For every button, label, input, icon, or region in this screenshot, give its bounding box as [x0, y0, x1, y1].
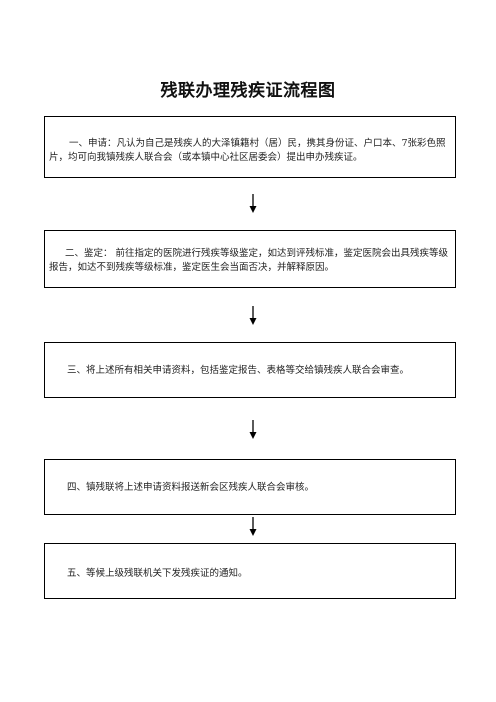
arrow-down-icon	[249, 517, 257, 536]
arrow-down-icon	[249, 420, 257, 439]
flow-step-submit: 四、镇残联将上述申请资料报送新会区残疾人联合会审核。	[44, 459, 456, 515]
arrow-down-icon	[249, 306, 257, 325]
flow-step-text: 一、申请：凡认为自己是残疾人的大泽镇籍村（居）民，携其身份证、户口本、7张彩色照…	[49, 138, 446, 163]
flow-step-review: 三、将上述所有相关申请资料，包括鉴定报告、表格等交给镇残疾人联合会审查。	[44, 342, 456, 398]
flow-step-wait: 五、等候上级残联机关下发残疾证的通知。	[44, 543, 456, 599]
arrow-down-icon	[249, 194, 257, 213]
flow-step-text: 三、将上述所有相关申请资料，包括鉴定报告、表格等交给镇残疾人联合会审查。	[67, 365, 410, 376]
page-title: 残联办理残疾证流程图	[160, 81, 336, 101]
flow-step-text: 五、等候上级残联机关下发残疾证的通知。	[67, 568, 248, 579]
flow-step-assess: 二、鉴定： 前往指定的医院进行残疾等级鉴定，如达到评残标准，鉴定医院会出具残疾等…	[44, 230, 456, 288]
flow-step-text: 二、鉴定： 前往指定的医院进行残疾等级鉴定，如达到评残标准，鉴定医院会出具残疾等…	[49, 248, 449, 273]
flow-step-apply: 一、申请：凡认为自己是残疾人的大泽镇籍村（居）民，携其身份证、户口本、7张彩色照…	[44, 116, 456, 178]
flow-step-text: 四、镇残联将上述申请资料报送新会区残疾人联合会审核。	[67, 482, 315, 493]
